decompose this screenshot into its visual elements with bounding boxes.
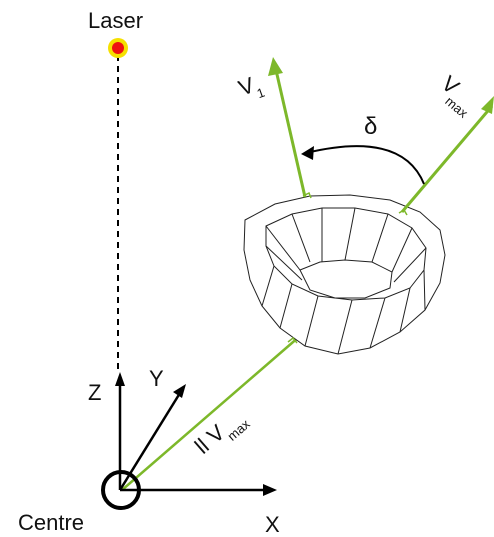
cone-funnel xyxy=(243,194,446,355)
y-arrowhead xyxy=(173,384,186,398)
delta-label: δ xyxy=(364,113,377,140)
laser-label: Laser xyxy=(88,8,143,33)
v1-label-subscript: 1 xyxy=(255,85,267,102)
centre-circle xyxy=(101,470,141,510)
centre-label: Centre xyxy=(18,510,84,535)
parallel-vmax-line xyxy=(121,335,301,491)
x-axis-label: X xyxy=(265,512,280,537)
z-axis-label: Z xyxy=(88,380,101,405)
parallel-vmax-subscript: max xyxy=(224,416,253,444)
v1-label: V 1 xyxy=(235,72,267,102)
vmax-arrowhead xyxy=(481,96,494,114)
x-arrowhead xyxy=(263,484,277,496)
delta-arc xyxy=(305,145,425,185)
laser-dot xyxy=(112,42,124,54)
delta-arrowhead xyxy=(301,146,314,160)
v1-arrowhead xyxy=(268,57,283,76)
y-axis-label: Y xyxy=(149,366,164,391)
vmax-label: V max xyxy=(437,71,471,121)
parallel-vmax-label: ll V max xyxy=(190,416,253,459)
z-arrowhead xyxy=(115,372,125,386)
v1-vector xyxy=(274,69,307,198)
vmax-vector xyxy=(400,105,494,213)
